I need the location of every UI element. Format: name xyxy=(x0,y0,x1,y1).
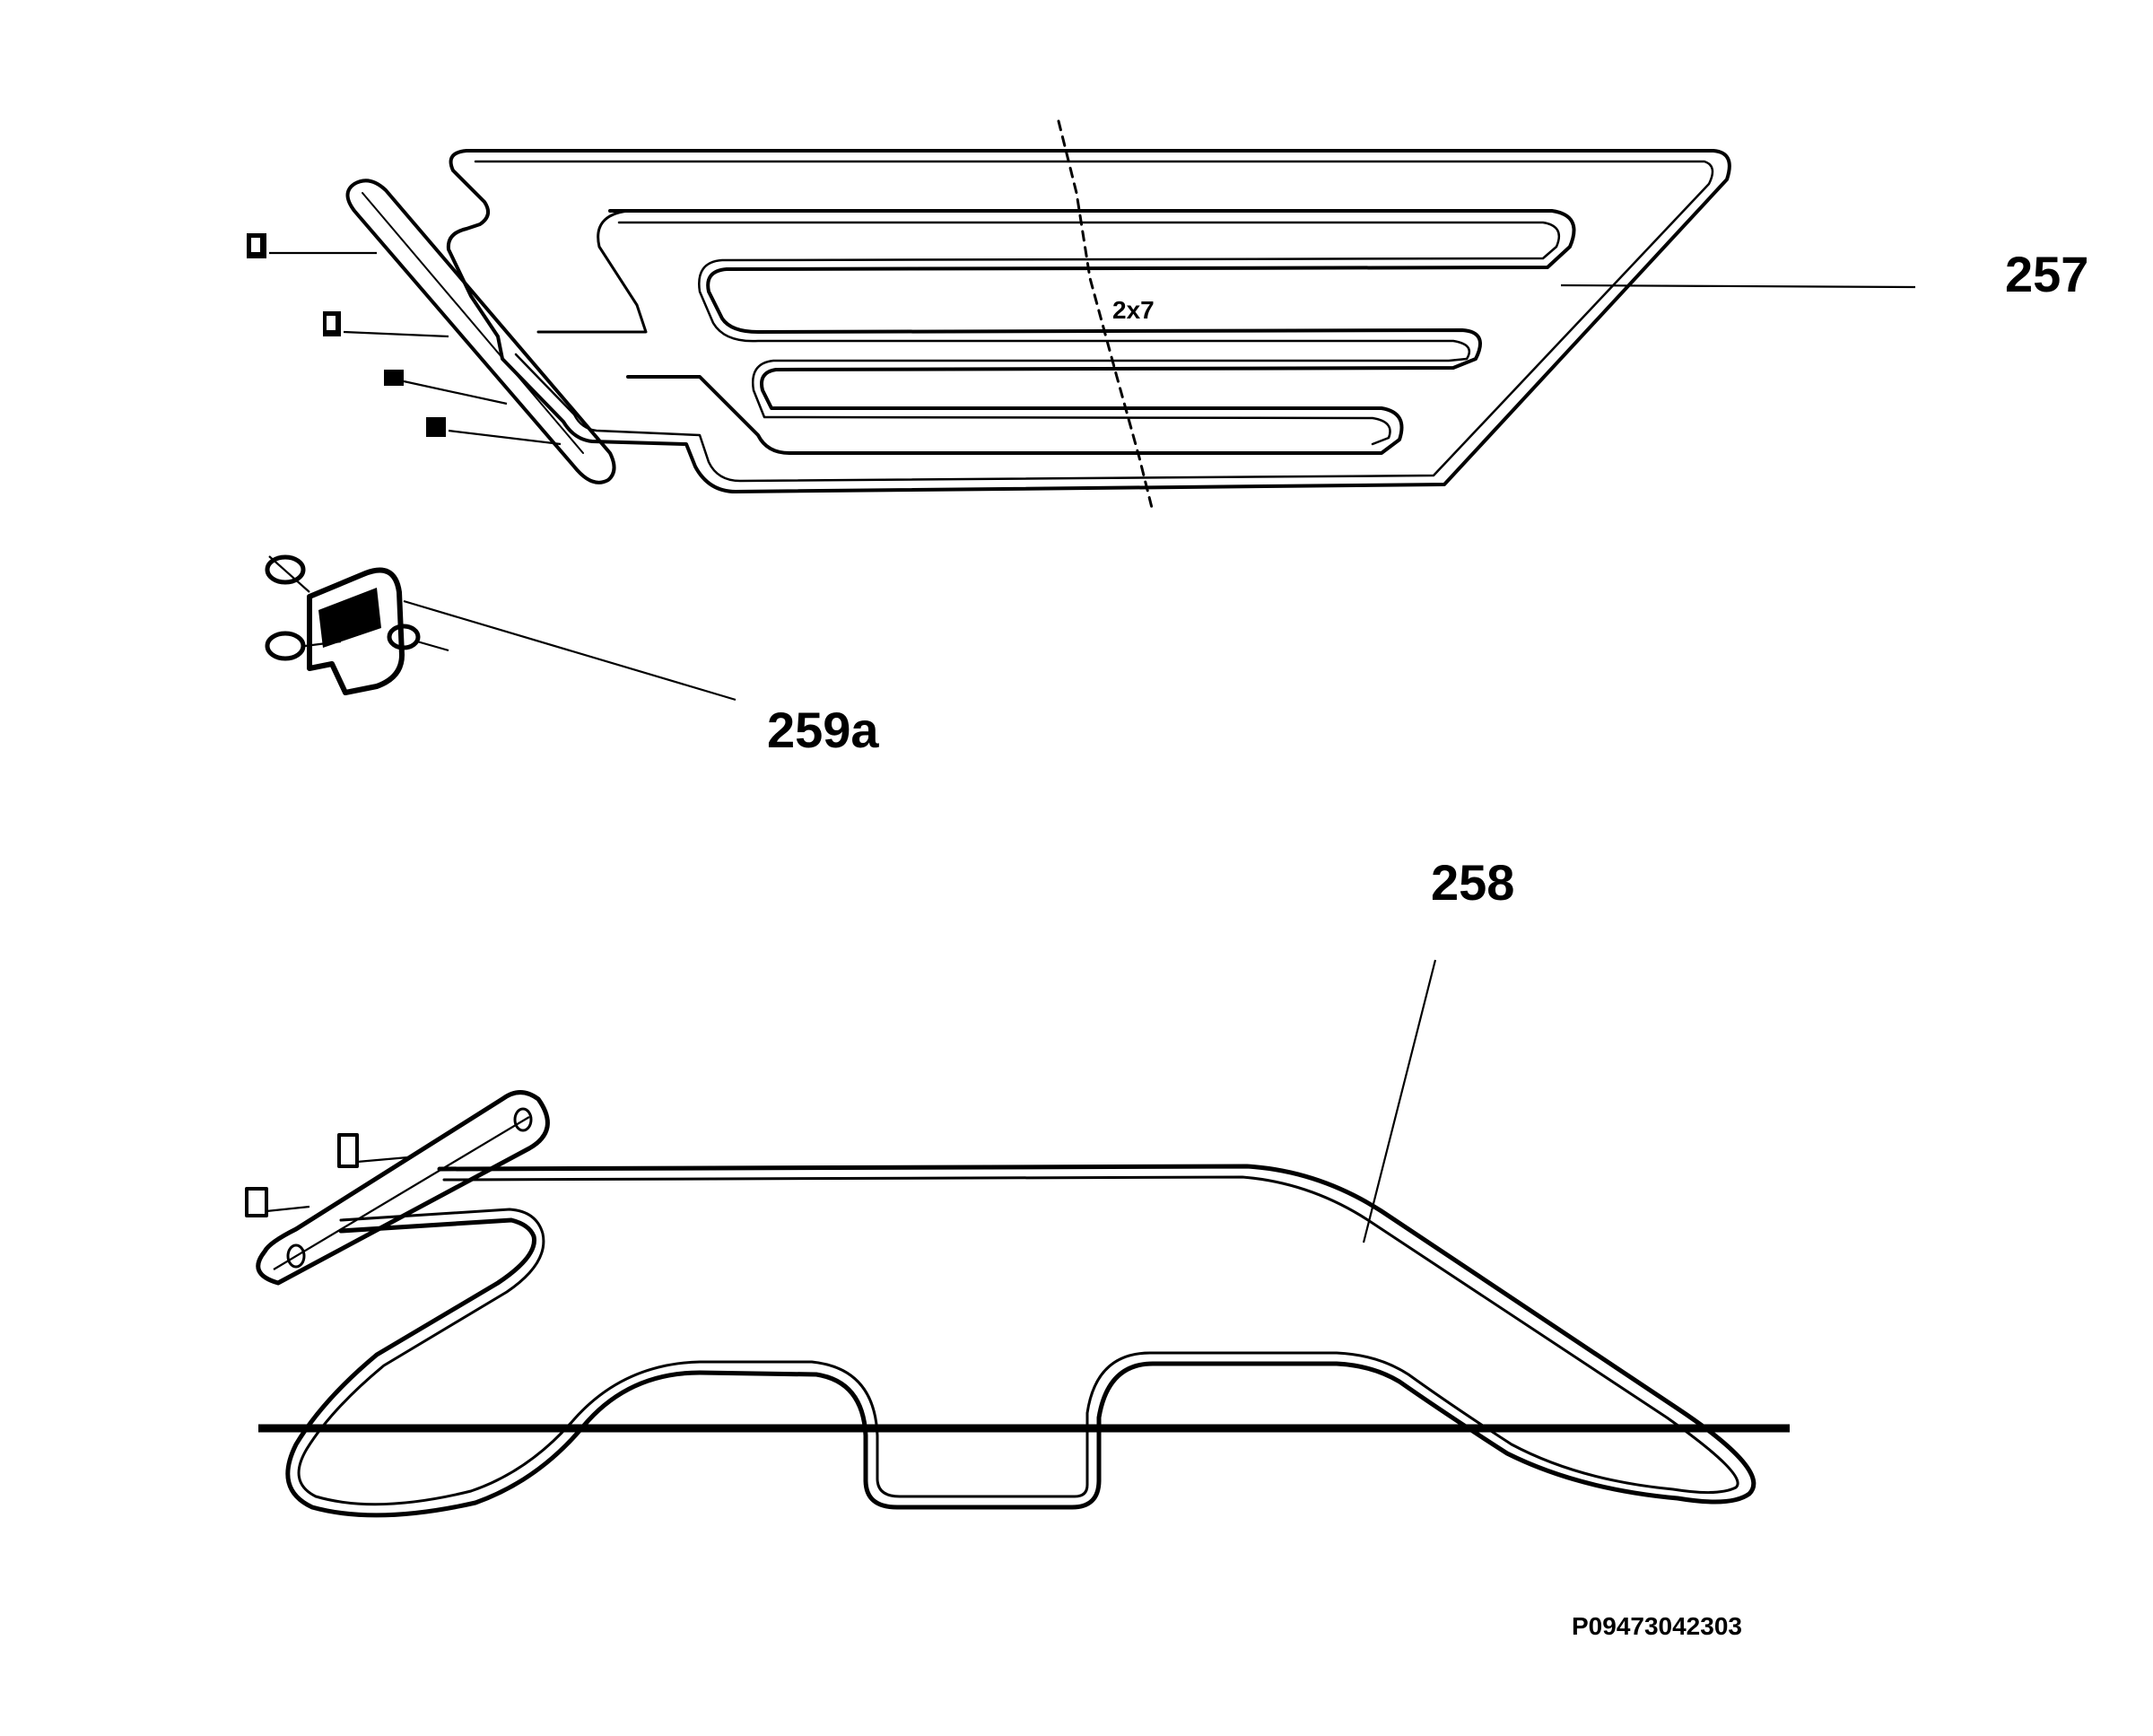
terminal-connectors xyxy=(247,233,562,446)
grill-heating-element-257: 2x7 257 xyxy=(247,119,2088,513)
drawing-reference-number: P09473042303 xyxy=(1572,1612,1742,1640)
thermal-fuse-bracket-259a: 259a xyxy=(265,554,879,758)
svg-text:2x7: 2x7 xyxy=(1112,296,1155,324)
part-label-258: 258 xyxy=(1431,854,1514,911)
leader-line-257 xyxy=(1560,284,1916,289)
part-label-257: 257 xyxy=(2005,246,2088,302)
leader-line-258 xyxy=(1362,959,1437,1243)
part-label-259a: 259a xyxy=(767,702,879,758)
leader-line-259a xyxy=(403,599,737,702)
bottom-heating-element-258: 258 xyxy=(245,854,1790,1518)
